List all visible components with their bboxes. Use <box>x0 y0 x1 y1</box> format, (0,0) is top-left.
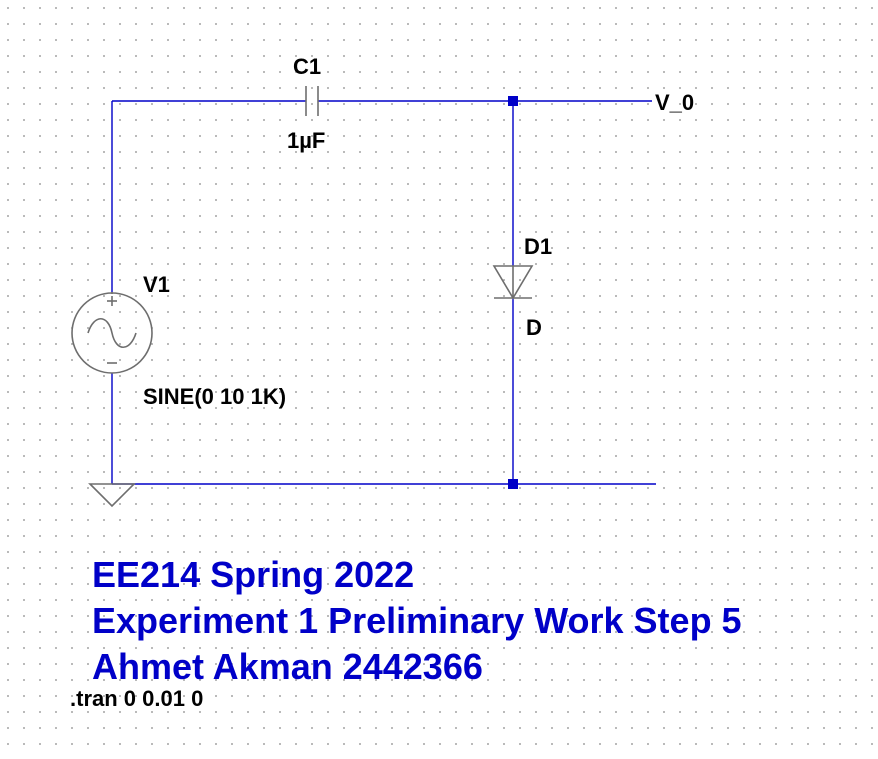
diode-d1[interactable] <box>492 265 534 300</box>
ground-symbol[interactable] <box>88 483 136 508</box>
capacitor-value-label: 1µF <box>287 128 326 153</box>
diode-ref-label: D1 <box>524 234 553 259</box>
spice-directive[interactable]: .tran 0 0.01 0 <box>70 686 204 711</box>
note-experiment: Experiment 1 Preliminary Work Step 5 <box>92 600 742 641</box>
capacitor-ref-label: C1 <box>293 54 322 79</box>
diode-model-label: D <box>526 315 542 340</box>
junction-bottom <box>508 479 518 489</box>
source-ref-label: V1 <box>143 272 170 297</box>
wires <box>111 100 656 485</box>
output-net-label: V_0 <box>655 90 695 115</box>
note-author: Ahmet Akman 2442366 <box>92 646 483 687</box>
voltage-source-v1[interactable] <box>71 292 153 374</box>
source-value-label: SINE(0 10 1K) <box>143 384 287 409</box>
note-course: EE214 Spring 2022 <box>92 554 415 595</box>
junction-top <box>508 96 518 106</box>
capacitor-c1[interactable] <box>305 86 319 116</box>
